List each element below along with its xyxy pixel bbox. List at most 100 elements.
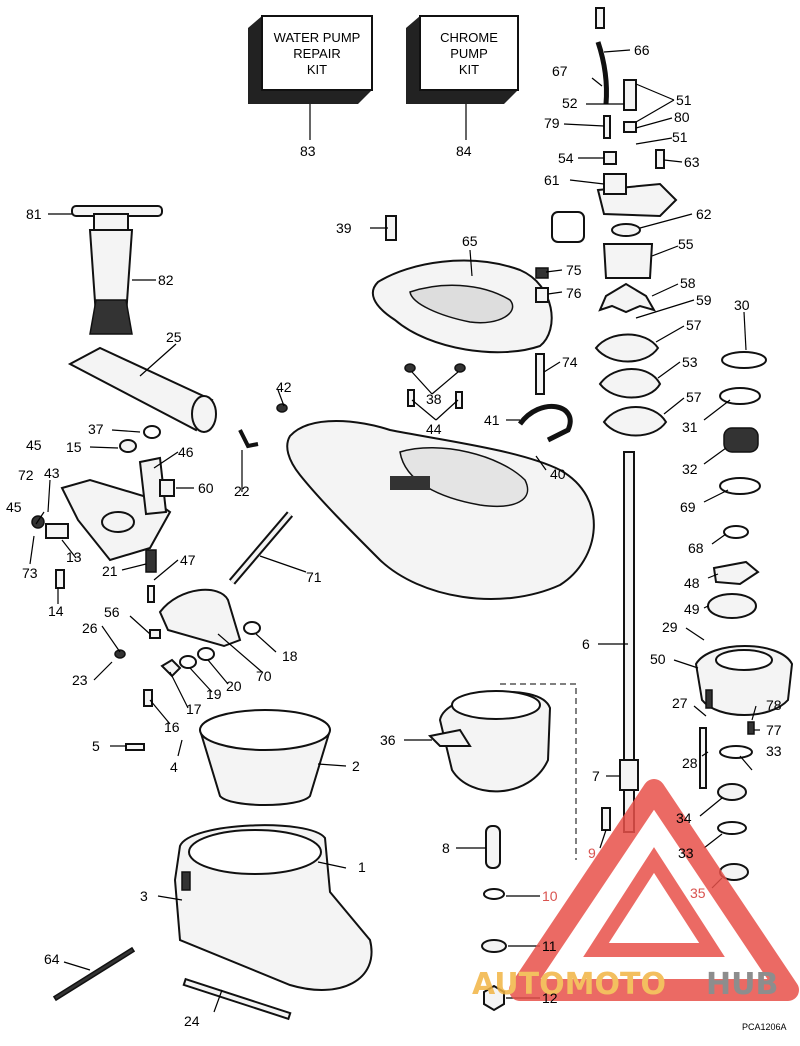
bearing-housing-part <box>694 645 794 716</box>
cover-plate-part <box>371 259 553 354</box>
callout-61: 61 <box>544 172 560 188</box>
kit-2-number: 84 <box>456 143 472 159</box>
callout-23: 23 <box>72 672 88 688</box>
intake-tube-part <box>67 346 217 433</box>
impeller-part <box>427 690 552 793</box>
callout-78: 78 <box>766 697 782 713</box>
callout-58: 58 <box>680 275 696 291</box>
callout-77: 77 <box>766 722 782 738</box>
callout-50: 50 <box>650 651 666 667</box>
callout-11: 11 <box>542 938 557 954</box>
callout-81: 81 <box>26 206 42 222</box>
callout-76: 76 <box>566 285 582 301</box>
callout-52: 52 <box>562 95 578 111</box>
callout-25: 25 <box>166 329 182 345</box>
callout-62: 62 <box>696 206 712 222</box>
callout-29: 29 <box>662 619 678 635</box>
kit-2-line-1: CHROME <box>440 30 498 45</box>
callout-21: 21 <box>102 563 118 579</box>
callout-7: 7 <box>592 768 600 784</box>
callout-57b: 57 <box>686 389 702 405</box>
callout-9: 9 <box>588 845 596 861</box>
intake-housing-part <box>173 824 373 991</box>
callout-45a: 45 <box>26 437 42 453</box>
callout-39: 39 <box>336 220 352 236</box>
watermark-text-1: AUTOMOTO <box>472 967 666 1002</box>
callout-30: 30 <box>734 297 750 313</box>
callout-19: 19 <box>206 686 222 702</box>
diagram-code: PCA1206A <box>742 1022 787 1032</box>
callout-22: 22 <box>234 483 250 499</box>
callout-69: 69 <box>680 499 696 515</box>
callout-45b: 45 <box>6 499 22 515</box>
callout-3: 3 <box>140 888 148 904</box>
callout-73: 73 <box>22 565 38 581</box>
callout-26: 26 <box>82 620 98 636</box>
callout-56: 56 <box>104 604 120 620</box>
pump-upper-stack <box>551 173 678 437</box>
callout-51b: 51 <box>672 129 688 145</box>
lever-plate-part <box>158 588 242 648</box>
callout-66: 66 <box>634 42 650 58</box>
callout-28: 28 <box>682 755 698 771</box>
callout-55: 55 <box>678 236 694 252</box>
callout-44: 44 <box>426 421 442 437</box>
watermark-text-2: HUB <box>706 967 778 1002</box>
automotohub-watermark: AUTOMOTO HUB <box>472 779 799 1002</box>
seal-ring-stack <box>707 351 767 881</box>
callout-12: 12 <box>542 990 558 1006</box>
callout-13: 13 <box>66 549 82 565</box>
callout-42: 42 <box>276 379 292 395</box>
kit-1-number: 83 <box>300 143 316 159</box>
callout-67: 67 <box>552 63 568 79</box>
callout-37: 37 <box>88 421 104 437</box>
callout-24: 24 <box>184 1013 200 1029</box>
callout-6: 6 <box>582 636 590 652</box>
callout-8: 8 <box>442 840 450 856</box>
callout-5: 5 <box>92 738 100 754</box>
callout-53: 53 <box>682 354 698 370</box>
callout-40: 40 <box>550 466 566 482</box>
kit-1-line-2: REPAIR <box>293 46 340 61</box>
kit-2-line-2: PUMP <box>450 46 488 61</box>
callout-59: 59 <box>696 292 712 308</box>
callout-80: 80 <box>674 109 690 125</box>
callout-34: 34 <box>676 810 692 826</box>
callout-63: 63 <box>684 154 700 170</box>
callout-2: 2 <box>352 758 360 774</box>
jet-pump-housing-part <box>286 420 595 600</box>
control-rod-part <box>228 511 294 585</box>
callout-72: 72 <box>18 467 34 483</box>
mounting-bracket-part <box>60 456 172 562</box>
water-pump-repair-kit-box: WATER PUMP REPAIR KIT 83 <box>248 15 373 159</box>
callout-51a: 51 <box>676 92 692 108</box>
impeller-dashed-guide <box>500 683 577 860</box>
kit-1-line-1: WATER PUMP <box>274 30 361 45</box>
callout-75: 75 <box>566 262 582 278</box>
callout-74: 74 <box>562 354 578 370</box>
callout-16: 16 <box>164 719 180 735</box>
callout-33a: 33 <box>766 743 782 759</box>
callout-15: 15 <box>66 439 82 455</box>
chrome-pump-kit-box: CHROME PUMP KIT 84 <box>406 15 519 159</box>
callout-79: 79 <box>544 115 560 131</box>
callout-18: 18 <box>282 648 298 664</box>
kit-2-line-3: KIT <box>459 62 479 77</box>
callout-labels: 81 82 25 37 45 15 46 60 72 43 45 73 13 1… <box>6 42 782 1029</box>
callout-33b: 33 <box>678 845 694 861</box>
callout-1: 1 <box>358 859 366 875</box>
callout-38: 38 <box>426 391 442 407</box>
callout-71: 71 <box>306 569 322 585</box>
callout-48: 48 <box>684 575 700 591</box>
callout-35: 35 <box>690 885 706 901</box>
callout-54: 54 <box>558 150 574 166</box>
callout-64: 64 <box>44 951 60 967</box>
fastener-group <box>31 7 755 1021</box>
callout-65: 65 <box>462 233 478 249</box>
callout-70: 70 <box>256 668 272 684</box>
callout-10: 10 <box>542 888 558 904</box>
driveshaft-part <box>619 451 639 833</box>
callout-4: 4 <box>170 759 178 775</box>
callout-68: 68 <box>688 540 704 556</box>
